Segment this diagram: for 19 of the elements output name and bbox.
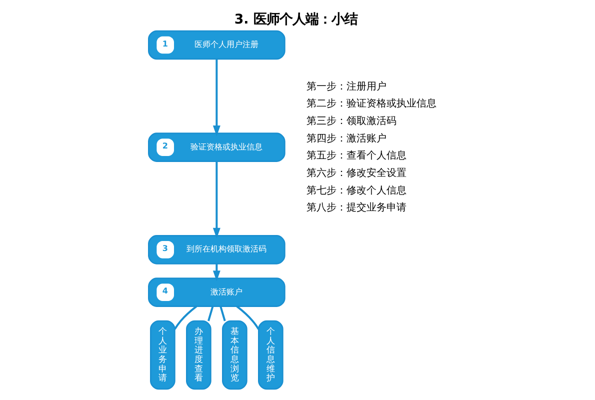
arrow	[212, 59, 220, 136]
node-box: 个人业务申请	[150, 320, 175, 390]
connector	[173, 306, 197, 330]
connector	[207, 306, 214, 322]
label: 第三步：领取激活码	[306, 116, 396, 127]
label: 第六步：修改安全设置	[306, 168, 406, 179]
label: 第五步：查看个人信息	[306, 150, 406, 162]
node-box: 办理进度查看	[186, 320, 211, 390]
label: 第八步：提交业务申请	[306, 202, 406, 214]
node-box: 基本信息浏览	[222, 320, 247, 390]
node-box: 个人信息维护	[258, 320, 283, 390]
label: 第二步：验证资格或执业信息	[306, 98, 436, 110]
label: 第一步：注册用户	[306, 81, 386, 92]
arrow	[212, 161, 220, 239]
connector	[236, 306, 259, 330]
diagram-title: 3. 医师个人端：小结	[234, 12, 357, 28]
connector	[219, 306, 226, 322]
label: 第七步：修改个人信息	[306, 185, 406, 196]
label: 第四步：激活账户	[306, 133, 386, 144]
